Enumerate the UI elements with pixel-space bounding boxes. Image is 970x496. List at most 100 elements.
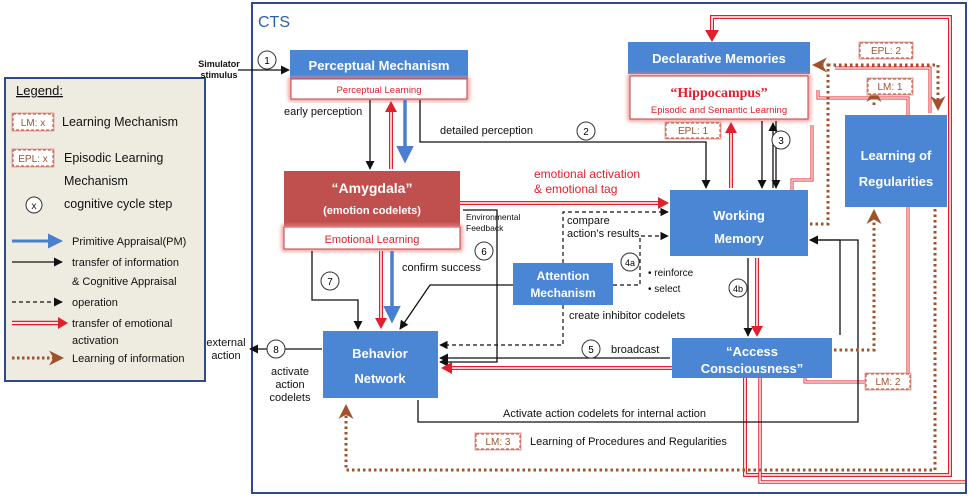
step-8: 8 <box>273 345 279 356</box>
hippocampus-learning-label: Episodic and Semantic Learning <box>651 105 787 116</box>
label-external-1: external <box>206 337 245 349</box>
step-1: 1 <box>264 56 270 67</box>
label-broadcast: broadcast <box>611 344 659 356</box>
perceptual-learning-label: Perceptual Learning <box>336 85 421 96</box>
label-emotional-activation: emotional activation <box>534 167 640 181</box>
legend-emotional-text2: activation <box>72 335 118 347</box>
declarative-box <box>628 42 810 74</box>
label-simulator-2: stimulus <box>200 70 237 80</box>
label-early-perception: early perception <box>284 106 362 118</box>
label-reinforce: • reinforce <box>648 268 694 279</box>
amygdala-subtitle: (emotion codelets) <box>323 205 421 217</box>
epl1-tag: EPL: 1 <box>678 126 708 137</box>
hippocampus-box <box>629 75 809 120</box>
label-emotional-tag: & emotional tag <box>534 182 617 196</box>
amygdala-box <box>284 171 460 226</box>
perceptual-title: Perceptual Mechanism <box>309 58 450 73</box>
regularities-title2: Regularities <box>859 174 933 189</box>
learning-of-regularities: Learning of Regularities <box>845 115 947 207</box>
amygdala-title: “Amygdala” <box>332 180 413 196</box>
cts-title: CTS <box>258 14 290 31</box>
perceptual-box <box>290 50 468 79</box>
label-learning-procedures: Learning of Procedures and Regularities <box>530 436 727 448</box>
lm1-tag: LM: 1 <box>877 82 902 93</box>
behavior-network-title2: Network <box>354 371 406 386</box>
declarative-title: Declarative Memories <box>652 51 786 66</box>
label-confirm-success: confirm success <box>402 262 481 274</box>
flow-labels: Simulator stimulus early perception deta… <box>198 59 727 448</box>
behavior-network: Behavior Network <box>323 331 438 398</box>
legend-step-tag: x <box>32 201 37 212</box>
perceptual-learning-box <box>290 78 468 100</box>
label-external-2: action <box>211 350 240 362</box>
working-memory-box <box>670 190 808 256</box>
lm1-tag-box <box>867 78 913 95</box>
label-compare-1: compare <box>567 215 610 227</box>
legend-epl-tag: EPL: x <box>18 154 47 165</box>
legend-learning-text: Learning of information <box>72 353 185 365</box>
regularities-box <box>845 115 947 207</box>
working-memory-title: Working <box>713 208 765 223</box>
legend-transfer-text: transfer of information <box>72 257 179 269</box>
access-consciousness-title: “Access <box>726 344 778 359</box>
step-markers: 1 2 3 4a 4b 5 6 7 8 <box>257 50 791 359</box>
step-5: 5 <box>588 345 594 356</box>
label-simulator-1: Simulator <box>198 59 240 69</box>
access-consciousness-box <box>672 338 832 378</box>
working-memory-title2: Memory <box>714 231 765 246</box>
emotional-learning-box <box>283 226 461 250</box>
emotional-loops <box>705 15 965 484</box>
information-arrows <box>238 65 859 423</box>
behavior-network-title: Behavior <box>352 346 408 361</box>
label-activate-internal: Activate action codelets for internal ac… <box>503 408 706 420</box>
legend-emotional-text: transfer of emotional <box>72 318 172 330</box>
lm3-tag: LM: 3 <box>485 437 510 448</box>
step-4b: 4b <box>733 284 743 294</box>
label-activate-2: action <box>275 379 304 391</box>
epl1-tag-box <box>665 122 721 139</box>
learning-arrows <box>338 57 946 472</box>
label-activate-1: activate <box>271 366 309 378</box>
label-env-feedback-2: Feedback <box>466 223 504 233</box>
attention-title2: Mechanism <box>530 286 595 300</box>
access-consciousness-title2: Consciousness” <box>701 361 804 376</box>
attention-mechanism: Attention Mechanism <box>513 263 613 305</box>
step-4a: 4a <box>625 258 635 268</box>
legend-lm-text: Learning Mechanism <box>62 115 178 129</box>
legend-lm-tag: LM: x <box>21 118 45 129</box>
amygdala: “Amygdala” (emotion codelets) Emotional … <box>282 171 462 251</box>
primitive-appraisal-arrows <box>383 100 414 324</box>
step-7: 7 <box>327 277 333 288</box>
regularities-title: Learning of <box>861 148 932 163</box>
emotional-arrows <box>375 101 814 374</box>
lm2-tag-box <box>865 373 911 390</box>
lm3-tag-box <box>475 433 521 450</box>
step-3: 3 <box>778 136 784 147</box>
step-2: 2 <box>583 127 589 138</box>
legend-epl-text: Episodic Learning <box>64 151 163 165</box>
legend-epl-text2: Mechanism <box>64 174 128 188</box>
perceptual-mechanism: Perceptual Mechanism Perceptual Learning <box>289 50 469 101</box>
emotional-learning-label: Emotional Learning <box>325 234 420 246</box>
legend-step-text: cognitive cycle step <box>64 197 172 211</box>
label-select: • select <box>648 284 681 295</box>
epl2-tag: EPL: 2 <box>871 46 901 57</box>
operation-arrows <box>439 207 669 350</box>
hippocampus-title: “Hippocampus” <box>670 86 767 101</box>
label-activate-3: codelets <box>270 392 311 404</box>
declarative-memories: Declarative Memories “Hippocampus” Episo… <box>628 42 810 121</box>
epl2-tag-box <box>859 42 913 59</box>
label-env-feedback-1: Environmental <box>466 212 520 222</box>
label-compare-2: action’s results <box>567 228 640 240</box>
step-6: 6 <box>481 247 487 258</box>
legend-panel: Legend: LM: x Learning Mechanism EPL: x … <box>4 77 206 382</box>
access-consciousness: “Access Consciousness” <box>672 338 832 378</box>
label-create-inhibitor: create inhibitor codelets <box>569 310 686 322</box>
attention-box <box>513 263 613 305</box>
legend-transfer-text2: & Cognitive Appraisal <box>72 276 177 288</box>
learning-tags: EPL: 1 EPL: 2 LM: 1 LM: 2 LM: 3 <box>474 41 914 451</box>
working-memory: Working Memory <box>670 190 808 256</box>
label-detailed-perception: detailed perception <box>440 125 533 137</box>
